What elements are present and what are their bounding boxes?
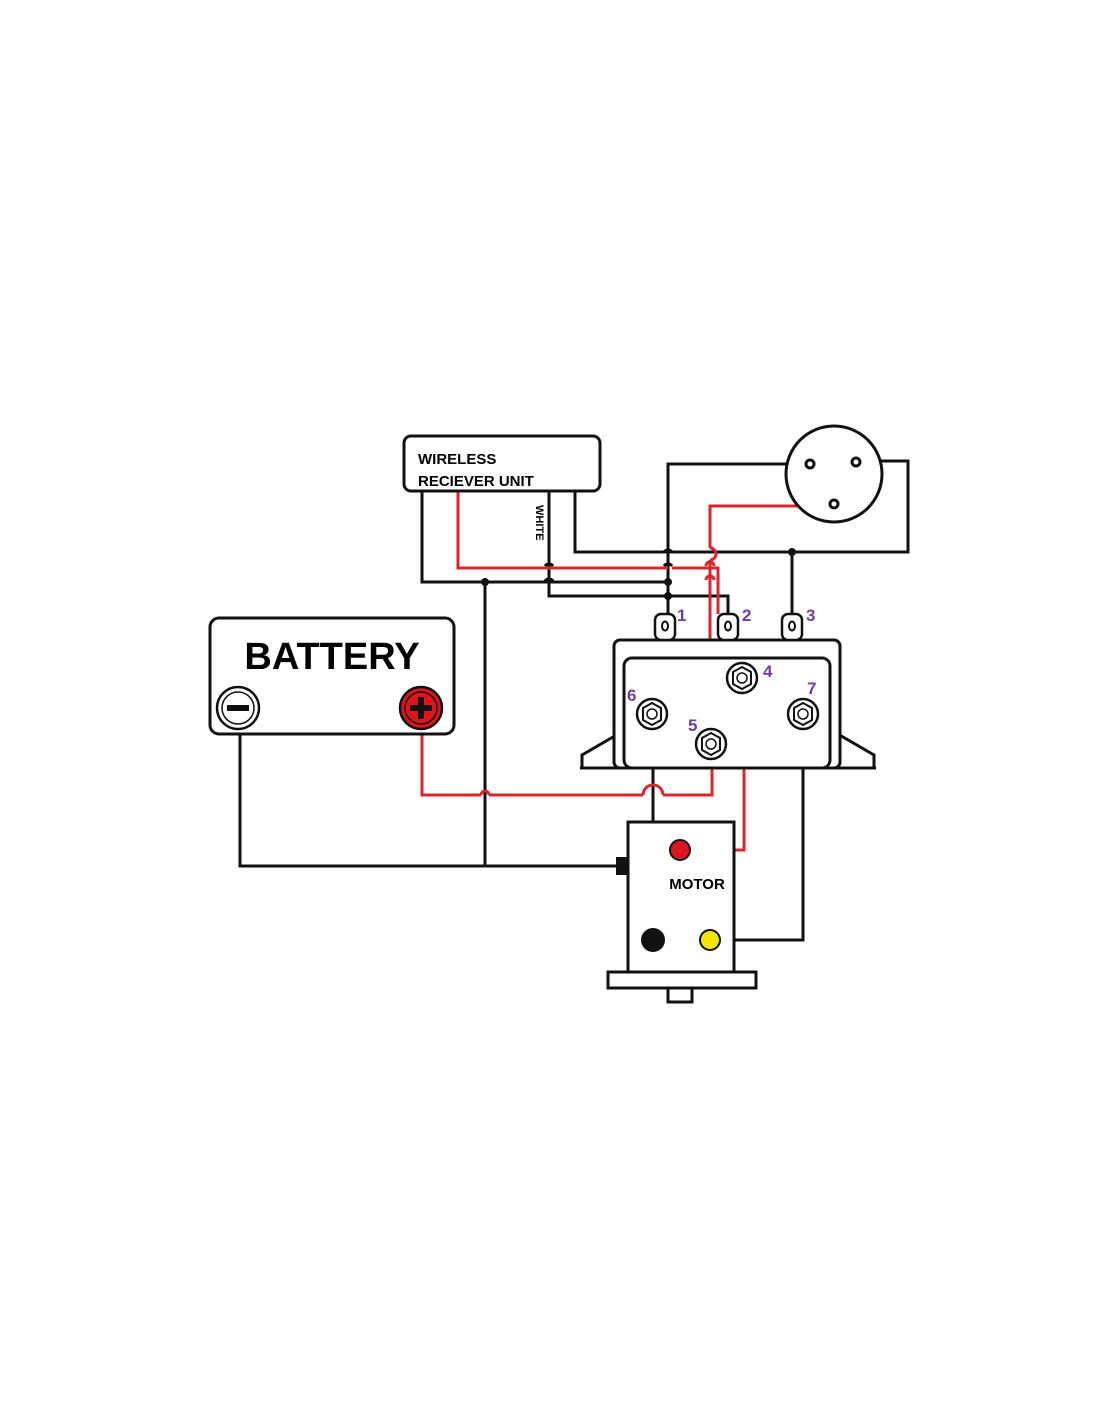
black-wires	[238, 459, 910, 942]
battery: BATTERY	[208, 616, 456, 736]
control-switch	[784, 424, 884, 524]
terminal-number-6: 6	[627, 686, 636, 705]
terminal-number-4: 4	[763, 662, 773, 681]
wire-battery-positive	[420, 728, 481, 797]
wire-receiver-red	[456, 492, 668, 570]
winch-motor: MOTOR	[606, 820, 758, 1004]
battery-label: BATTERY	[244, 636, 419, 678]
white-wire-label: WHITE	[533, 505, 545, 540]
terminal-number-1: 1	[677, 606, 686, 625]
terminal-number-5: 5	[688, 716, 697, 735]
spade-terminal-2	[716, 612, 740, 642]
wireless-receiver-unit: WIRELESS RECIEVER UNIT	[402, 434, 602, 493]
wire-switch-red	[708, 504, 834, 548]
wire-receiver-black	[420, 492, 668, 584]
motor-terminal-red	[669, 839, 691, 861]
terminal-number-2: 2	[742, 606, 751, 625]
receiver-label-line1: WIRELESS	[418, 451, 496, 468]
motor-terminal-yellow	[699, 929, 721, 951]
terminal-number-3: 3	[806, 606, 815, 625]
junction-dots	[481, 548, 796, 600]
post-terminal-7	[786, 697, 820, 731]
spade-terminal-3	[780, 612, 804, 642]
receiver-label-line2: RECIEVER UNIT	[418, 473, 534, 490]
red-wire-hops	[479, 546, 718, 796]
post-terminal-5	[694, 727, 728, 761]
solenoid-contactor	[580, 612, 876, 770]
spade-terminal-1	[653, 612, 677, 642]
motor-label: MOTOR	[669, 876, 725, 893]
wire-receiver-right	[573, 459, 910, 554]
wire-battery-negative	[238, 734, 620, 868]
motor-terminal-black	[641, 928, 665, 952]
battery-positive-terminal	[398, 685, 444, 731]
battery-negative-terminal	[215, 685, 261, 731]
terminal-number-7: 7	[807, 679, 816, 698]
post-terminal-6	[635, 697, 669, 731]
wire-receiver-white	[547, 492, 730, 614]
terminal-numbers: 1 2 3 4 5 6 7	[627, 606, 816, 735]
wire-hops	[543, 548, 674, 583]
post-terminal-4	[725, 661, 759, 695]
wire-terminal-7	[712, 728, 805, 942]
